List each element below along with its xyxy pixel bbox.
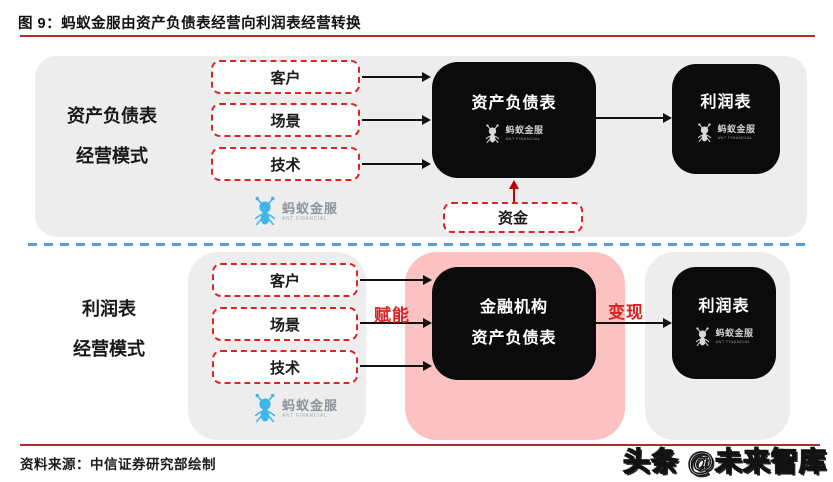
balance-sheet-mode-label: 资产负债表 经营模式 <box>38 102 186 168</box>
watermark: 头条 @未来智库 <box>622 446 827 477</box>
institution-box-line2: 资产负债表 <box>471 330 557 347</box>
ant-icon <box>254 195 276 226</box>
input-box-customers-top: 客户 <box>211 60 360 94</box>
input-box-technology-bottom: 技术 <box>212 350 358 384</box>
input-box-scenarios-top: 场景 <box>211 103 360 137</box>
arrow-institution-to-profit <box>596 318 672 328</box>
figure-title: 图 9：蚂蚁金服由资产负债表经营向利润表经营转换 <box>18 16 362 32</box>
ant-icon <box>695 326 711 346</box>
balance-sheet-box: 资产负债表 蚂蚁金服 ANT FINANCIAL <box>432 62 596 178</box>
ant-logo-name: 蚂蚁金服 <box>282 397 339 413</box>
ant-logo-subtitle: ANT FINANCIAL <box>505 136 541 141</box>
mode-label-line2: 经营模式 <box>76 146 148 166</box>
institution-box-line1: 金融机构 <box>479 299 548 316</box>
mode-label-line2: 经营模式 <box>73 339 145 359</box>
profit-box-label: 利润表 <box>700 93 752 111</box>
ant-logo-name: 蚂蚁金服 <box>505 125 544 135</box>
ant-logo-subtitle: ANT FINANCIAL <box>717 135 753 140</box>
ant-financial-logo: 蚂蚁金服 ANT FINANCIAL <box>484 123 543 145</box>
ant-icon <box>485 123 501 143</box>
input-label: 客户 <box>269 272 300 290</box>
funds-box: 资金 <box>443 202 583 233</box>
input-box-scenarios-bottom: 场景 <box>212 307 358 341</box>
source-note: 资料来源：中信证券研究部绘制 <box>20 457 216 472</box>
arrow-customers-to-institution <box>360 275 432 285</box>
ant-financial-logo: 蚂蚁金服 ANT FINANCIAL <box>252 195 338 228</box>
arrow-technology-to-institution <box>360 361 432 371</box>
arrow-scenarios-to-balance-sheet <box>362 115 431 125</box>
mode-label-line1: 利润表 <box>82 299 136 319</box>
ant-logo-subtitle: ANT FINANCIAL <box>282 412 328 419</box>
title-underline <box>20 35 815 37</box>
section-divider <box>28 243 806 246</box>
ant-logo-name: 蚂蚁金服 <box>717 124 756 134</box>
ant-financial-logo: 蚂蚁金服 ANT FINANCIAL <box>252 392 338 425</box>
input-box-technology-top: 技术 <box>211 147 360 181</box>
profit-box-top: 利润表 蚂蚁金服 ANT FINANCIAL <box>672 64 780 174</box>
input-label: 技术 <box>270 156 301 174</box>
monetize-label: 变现 <box>608 303 644 322</box>
ant-logo-subtitle: ANT FINANCIAL <box>282 215 328 222</box>
profit-box-label: 利润表 <box>698 297 750 315</box>
balance-sheet-box-label: 资产负债表 <box>471 94 557 112</box>
input-label: 场景 <box>270 112 301 130</box>
arrow-customers-to-balance-sheet <box>362 72 431 82</box>
footer-rule <box>20 444 820 446</box>
ant-icon <box>697 122 713 142</box>
arrow-technology-to-balance-sheet <box>362 159 431 169</box>
mode-label-line1: 资产负债表 <box>67 106 157 126</box>
arrow-balance-sheet-to-profit <box>596 113 672 123</box>
institution-balance-sheet-box: 金融机构 资产负债表 <box>432 267 596 380</box>
arrow-scenarios-to-institution <box>360 318 432 328</box>
ant-financial-logo: 蚂蚁金服 ANT FINANCIAL <box>694 326 753 348</box>
ant-logo-name: 蚂蚁金服 <box>282 200 339 216</box>
funds-label: 资金 <box>497 210 528 227</box>
profit-box-bottom: 利润表 蚂蚁金服 ANT FINANCIAL <box>672 267 776 379</box>
empower-label: 赋能 <box>374 306 410 325</box>
ant-logo-subtitle: ANT FINANCIAL <box>715 339 751 344</box>
ant-icon <box>254 392 276 423</box>
input-label: 技术 <box>269 359 300 377</box>
profit-mode-label: 利润表 经营模式 <box>35 295 183 361</box>
ant-logo-name: 蚂蚁金服 <box>715 328 754 338</box>
arrow-funds-to-balance-sheet <box>509 180 519 202</box>
ant-financial-logo: 蚂蚁金服 ANT FINANCIAL <box>696 122 755 144</box>
input-label: 场景 <box>269 316 300 334</box>
input-label: 客户 <box>270 69 301 87</box>
input-box-customers-bottom: 客户 <box>212 263 358 297</box>
